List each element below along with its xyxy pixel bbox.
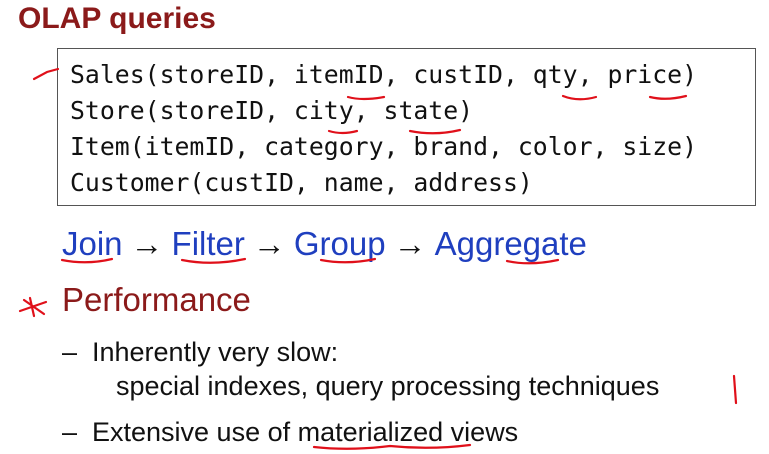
tick-mark: [32, 67, 60, 81]
bullet-slow-detail: special indexes, query processing techni…: [116, 371, 660, 401]
slide-title: OLAP queries: [18, 2, 216, 35]
schema-item: Item(itemID, category, brand, color, siz…: [70, 132, 698, 161]
pipeline-arrow-icon: →: [393, 225, 427, 262]
pipeline-step-filter: Filter: [171, 225, 245, 262]
pipeline-step-join: Join: [62, 225, 123, 262]
schema-store: Store(storeID, city, state): [70, 96, 474, 125]
schema-box: Sales(storeID, itemID, custID, qty, pric…: [57, 48, 756, 206]
dash-bullet: –: [62, 337, 78, 367]
pipeline-arrow-icon: →: [130, 225, 164, 262]
schema-sales: Sales(storeID, itemID, custID, qty, pric…: [70, 60, 698, 89]
bullet-materialized-views: Extensive use of materialized views: [92, 417, 519, 447]
bullet-slow: Inherently very slow:: [92, 337, 339, 367]
star-icon: [18, 296, 48, 318]
pipeline-step-aggregate: Aggregate: [434, 225, 587, 262]
pipeline-step-group: Group: [293, 225, 386, 262]
query-pipeline: Join→Filter→Group→Aggregate: [62, 225, 587, 262]
performance-heading: Performance: [62, 281, 251, 318]
vertical-mark: [732, 374, 738, 405]
pipeline-arrow-icon: →: [252, 225, 286, 262]
schema-customer: Customer(custID, name, address): [70, 168, 533, 197]
dash-bullet: –: [62, 417, 78, 447]
